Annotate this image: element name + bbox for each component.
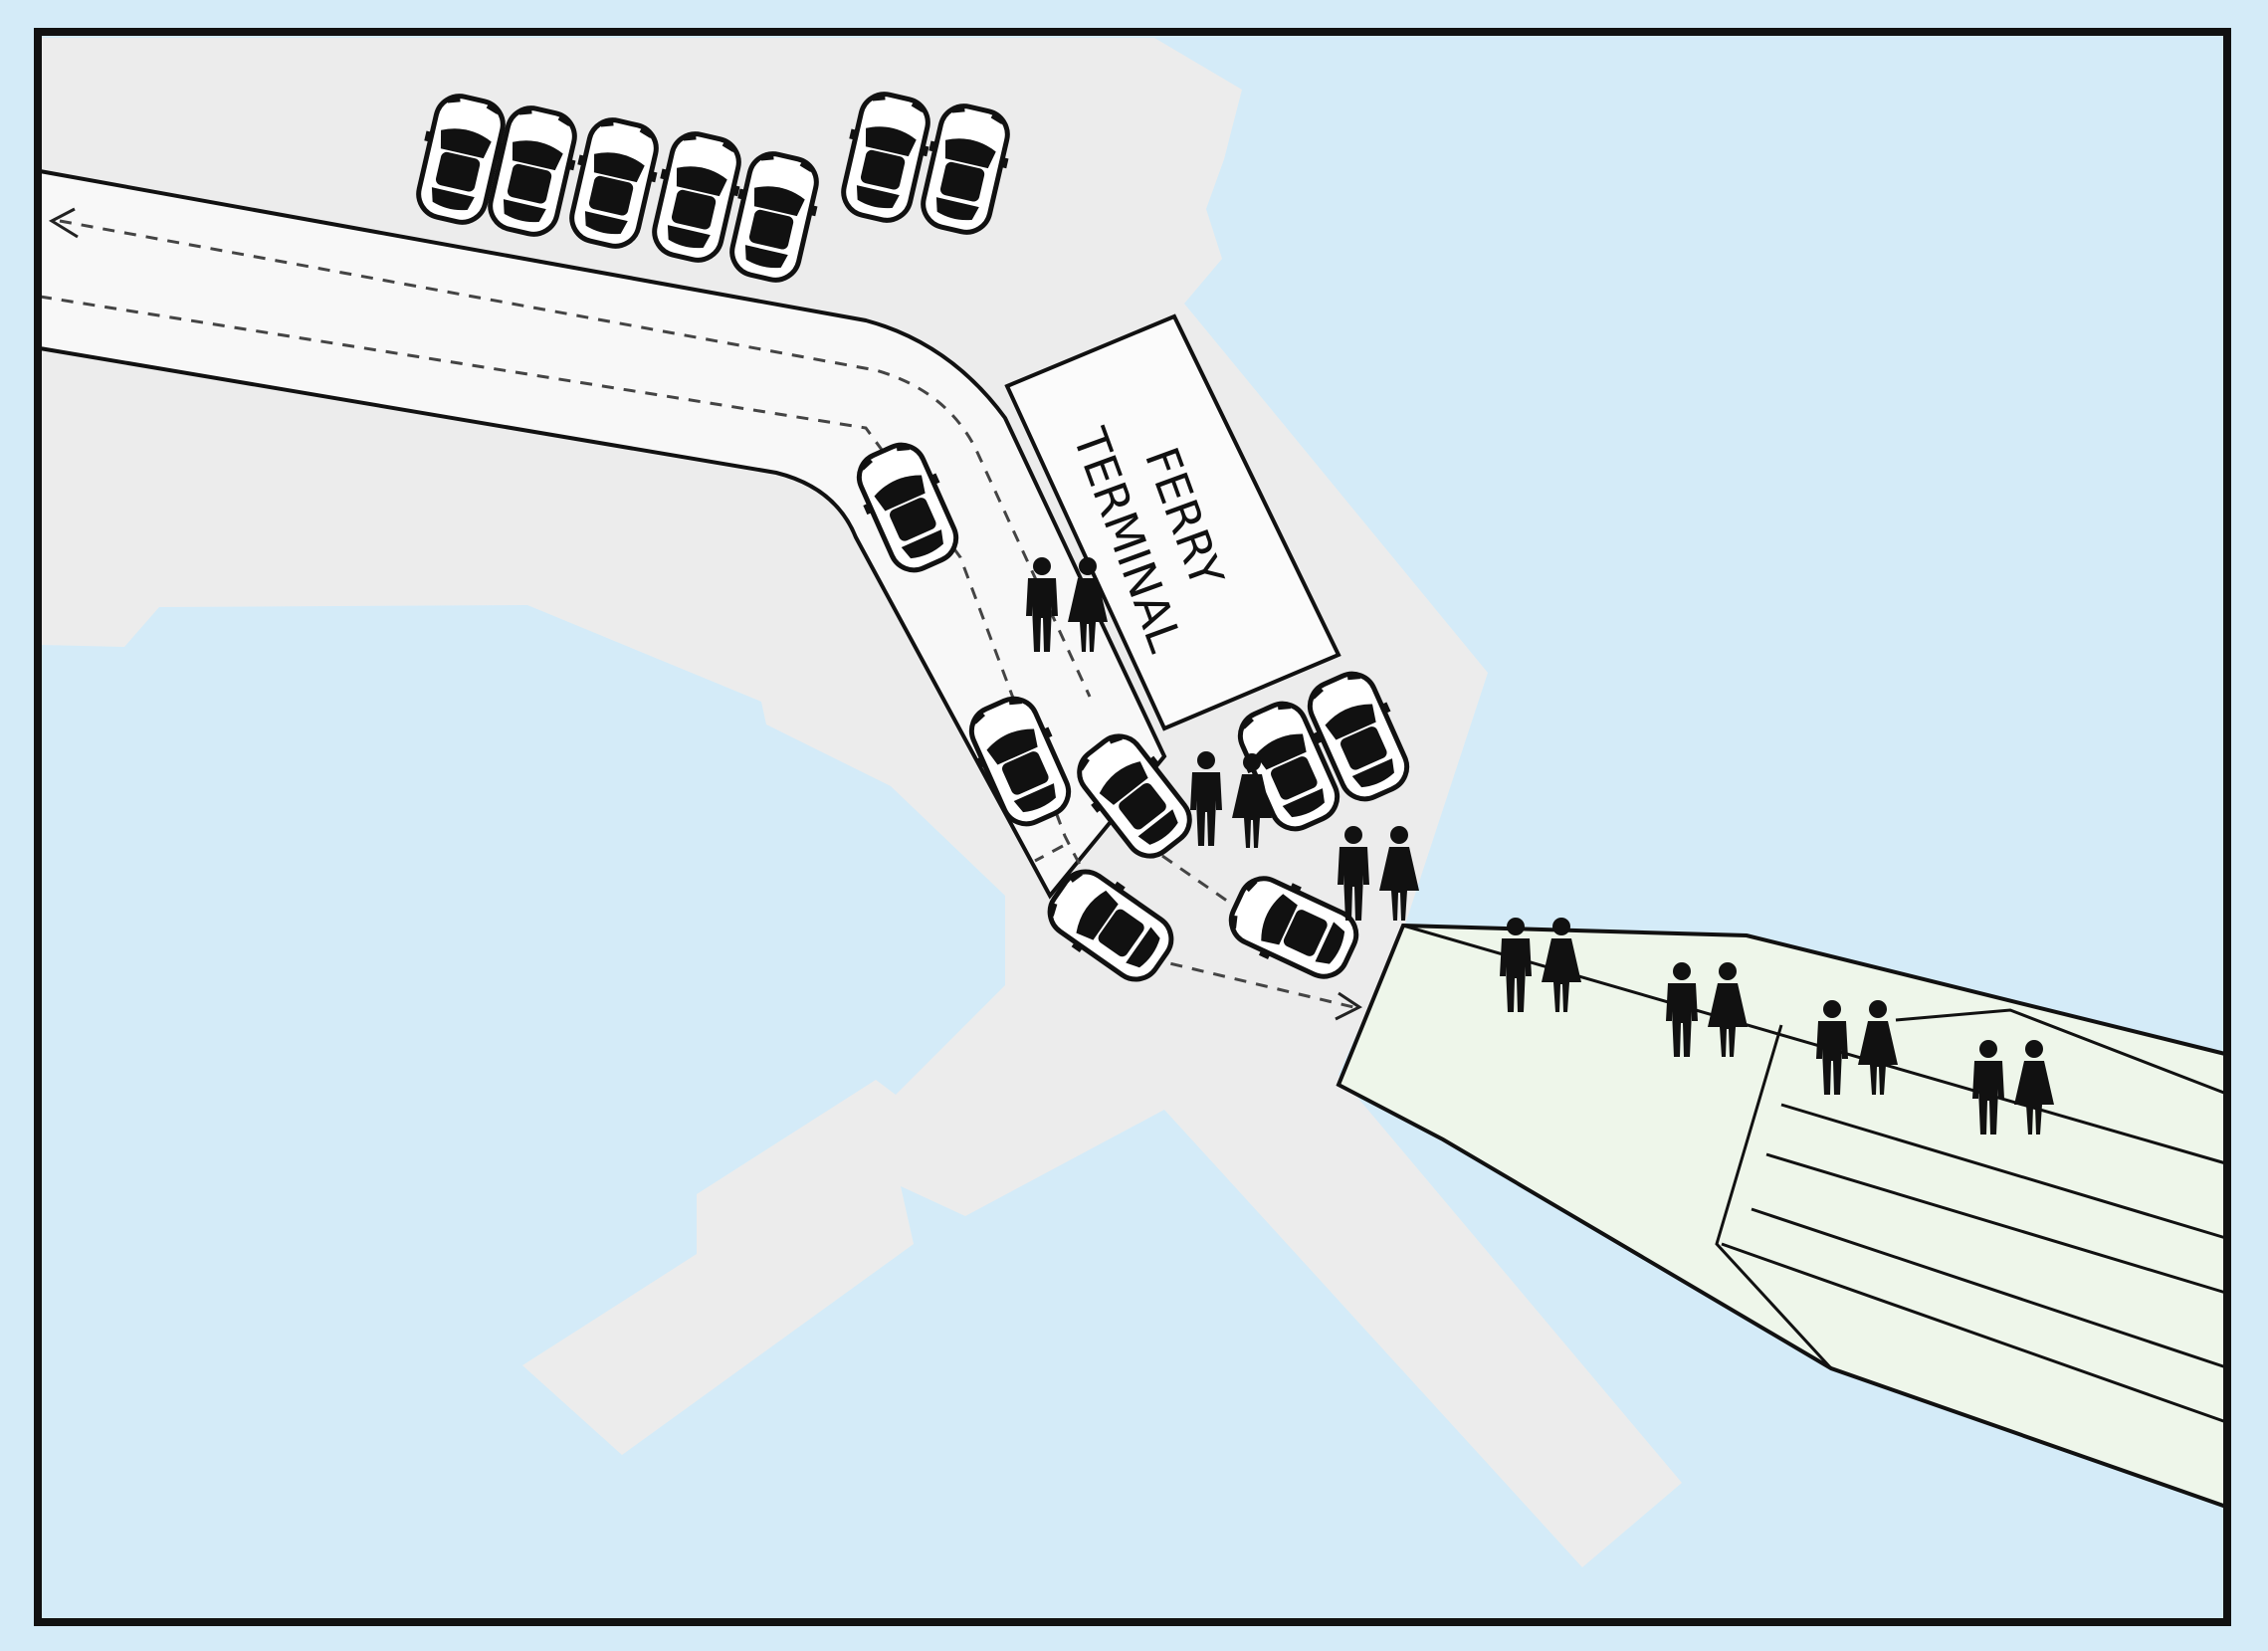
route-arrow-heads — [48, 207, 1362, 1021]
arrow-head-icon — [48, 207, 79, 239]
ferry-ramp — [1336, 923, 2231, 1511]
ferry-terminal-building: FERRY TERMINAL — [1004, 313, 1341, 731]
arrow-head-icon — [1335, 991, 1362, 1021]
land-area — [40, 38, 1682, 1567]
ferry-deck-lines — [1402, 924, 2230, 1425]
diagram-frame — [34, 28, 2231, 1626]
